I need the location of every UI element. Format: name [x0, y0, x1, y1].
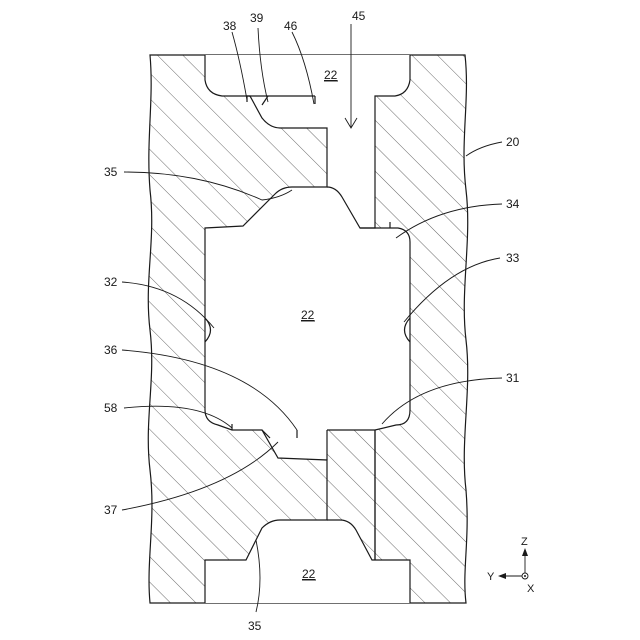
ref-34: 34 [506, 197, 520, 211]
y-axis-label: Y [487, 571, 495, 583]
ref-38: 38 [223, 19, 237, 33]
ref-58: 58 [104, 401, 118, 415]
coordinate-axes: Z Y X [487, 536, 535, 595]
ref-45: 45 [352, 9, 366, 23]
ref-33: 33 [506, 251, 520, 265]
chamber-label-top: 22 [324, 68, 338, 82]
ref-35-top: 35 [104, 165, 118, 179]
chamber-label-middle: 22 [301, 308, 315, 322]
ref-31: 31 [506, 371, 520, 385]
z-axis-arrow [522, 548, 528, 556]
z-axis-label: Z [521, 536, 528, 548]
y-axis-arrow [498, 573, 506, 579]
ref-35-bottom: 35 [248, 619, 262, 633]
ref-37: 37 [104, 503, 118, 517]
ref-32: 32 [104, 275, 118, 289]
ref-39: 39 [250, 11, 264, 25]
leader-20 [466, 142, 502, 156]
x-axis-label: X [527, 583, 535, 595]
ref-20: 20 [506, 135, 520, 149]
x-axis-origin-dot [524, 575, 526, 577]
ref-46: 46 [284, 19, 298, 33]
ref-36: 36 [104, 343, 118, 357]
chamber-label-bottom: 22 [302, 567, 316, 581]
